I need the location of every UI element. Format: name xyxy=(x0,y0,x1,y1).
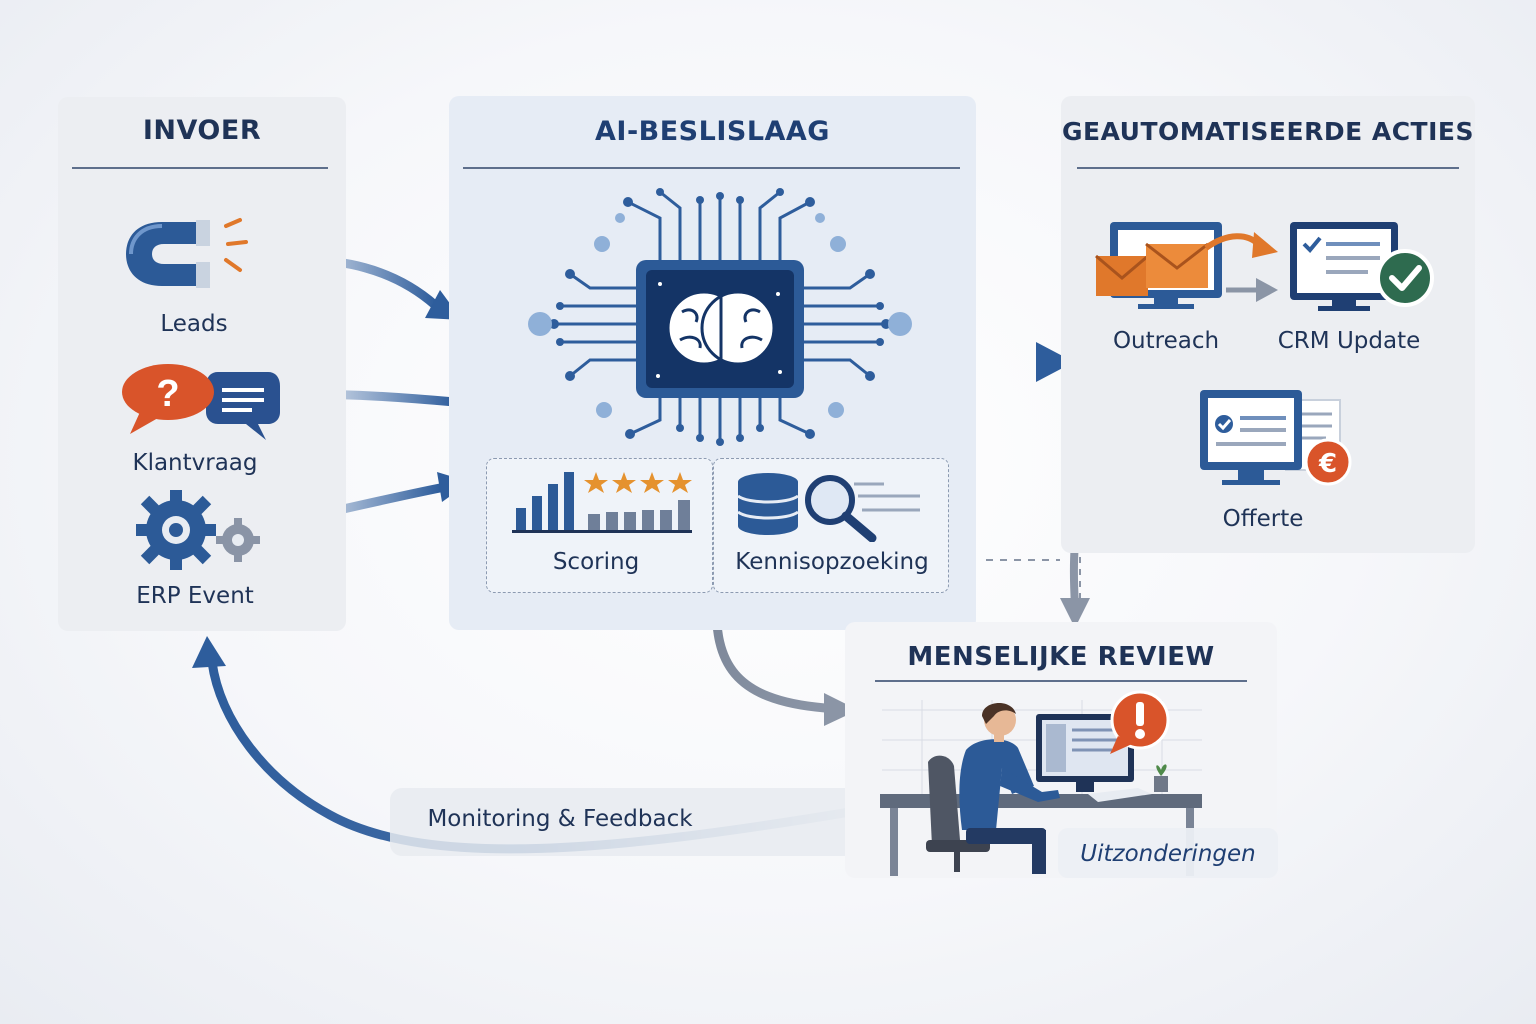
offerte-label: Offerte xyxy=(1222,506,1304,532)
input-title-divider xyxy=(72,167,328,169)
email-monitor-icon xyxy=(1095,222,1278,309)
monitoring-feedback-label: Monitoring & Feedback xyxy=(427,806,693,832)
review-panel-title: MENSELIJKE REVIEW xyxy=(907,642,1215,672)
exceptions-label-background xyxy=(1058,828,1278,878)
ai-chip-brain-icon xyxy=(528,188,912,446)
crm-update-label: CRM Update xyxy=(1277,328,1421,354)
ai-title-divider xyxy=(463,167,960,169)
outreach-label: Outreach xyxy=(1112,328,1220,354)
alert-bubble-icon xyxy=(1110,690,1170,754)
input-panel-title: INVOER xyxy=(142,115,262,146)
actions-title-divider xyxy=(1077,167,1459,169)
exceptions-label: Uitzonderingen xyxy=(1080,841,1256,867)
actions-panel: GEAUTOMATISEERDE ACTIES xyxy=(1061,96,1475,553)
feedback-label-background xyxy=(390,788,860,856)
input-item-leads-label: Leads xyxy=(160,311,228,337)
input-item-erp-label: ERP Event xyxy=(136,583,254,609)
scoring-label: Scoring xyxy=(552,549,640,575)
svg-text:?: ? xyxy=(156,373,179,415)
person-at-desk-icon xyxy=(880,700,1202,876)
review-title-divider xyxy=(875,680,1247,682)
database-search-icon xyxy=(737,473,920,542)
ai-panel-title: AI-BESLISLAAG xyxy=(595,116,830,147)
svg-text:€: € xyxy=(1318,449,1337,479)
input-item-klantvraag-label: Klantvraag xyxy=(132,450,258,476)
crm-check-icon xyxy=(1290,222,1434,311)
kennisopzoeking-label: Kennisopzoeking xyxy=(735,549,929,575)
bar-chart-stars-icon xyxy=(512,472,692,533)
actions-panel-title: GEAUTOMATISEERDE ACTIES xyxy=(1061,117,1474,146)
quote-euro-icon: € xyxy=(1200,390,1352,486)
chat-bubbles-icon: ? xyxy=(122,364,280,440)
gears-icon xyxy=(136,490,260,570)
magnet-icon xyxy=(126,218,248,288)
